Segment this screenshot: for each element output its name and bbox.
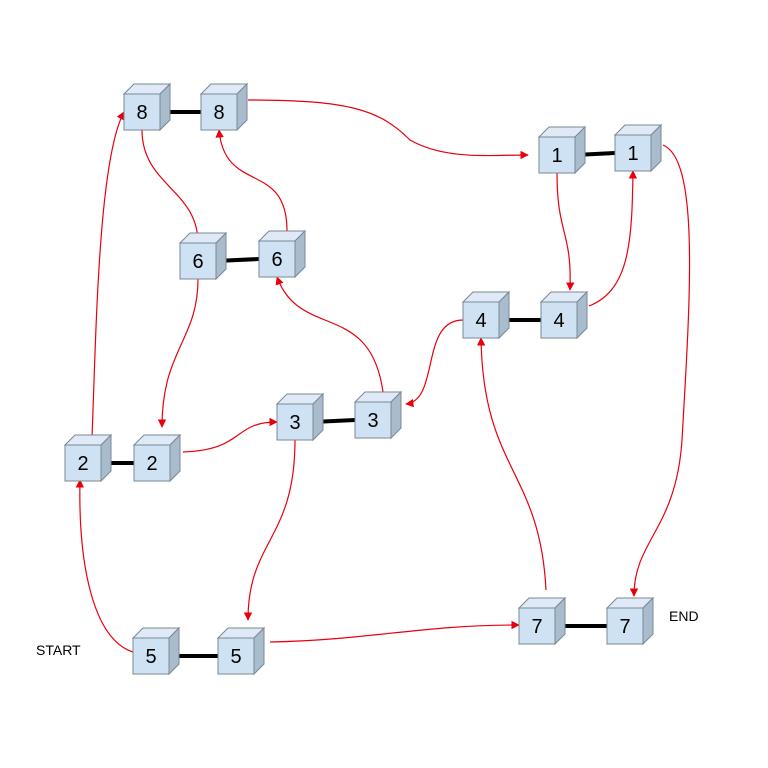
arrows-layer [75,99,691,653]
cube-c6b: 6 [257,229,307,279]
cube-front-face [200,93,238,131]
cube-number-label: 1 [551,145,562,167]
cube-number-label: 7 [619,616,630,638]
cube-c3a: 3 [275,392,325,442]
end-label: END [669,608,699,624]
cube-front-face [518,607,556,645]
arrow-c1a-to-c4b [556,172,575,291]
cube-number-label: 5 [145,646,156,668]
arrow-c4a-to-c3b [405,319,464,408]
cube-front-face [614,134,652,172]
cube-number-label: 8 [213,102,224,124]
cube-c3b: 3 [353,390,403,440]
cube-c8a: 8 [122,82,172,132]
cube-number-label: 4 [475,310,486,332]
cube-front-face [132,637,170,675]
cube-c2a: 2 [63,433,113,483]
cube-c1a: 1 [537,125,587,175]
cube-c6a: 6 [178,231,228,281]
cube-c5a: 5 [131,626,181,676]
cube-number-label: 2 [146,453,157,475]
start-label: START [36,642,81,658]
cube-number-label: 7 [531,616,542,638]
arrow-c6b-to-c8b [215,129,288,232]
arrow-c5b-to-c7a [269,620,520,643]
cube-number-label: 6 [192,251,203,273]
cube-front-face [123,93,161,131]
cube-c8b: 8 [199,82,249,132]
cube-front-face [133,444,171,482]
cube-front-face [179,242,217,280]
arrow-c8b-to-c1a [247,99,529,160]
cube-c4a: 4 [461,290,511,340]
cube-number-label: 4 [553,310,564,332]
cube-front-face [540,301,578,339]
arrow-c8a-to-c6a [141,129,203,244]
cube-number-label: 8 [136,102,147,124]
cube-front-face [276,403,314,441]
arrow-c6a-to-c2b [157,278,199,428]
cube-number-label: 2 [77,453,88,475]
arrow-c7a-to-c4a [476,337,547,591]
arrow-c1b-to-c7b [629,144,691,597]
cubes-layer: 8 8 6 6 1 1 4 4 2 2 3 3 5 5 7 7 [63,82,663,676]
arrow-c2b-to-c3a [182,417,278,453]
arrow-c3b-to-c6b [275,276,384,393]
cube-c1b: 1 [613,123,663,173]
cube-front-face [258,240,296,278]
cube-c4b: 4 [539,290,589,340]
cube-number-label: 5 [230,646,241,668]
cube-front-face [354,401,392,439]
arrow-c2a-to-c8a [91,111,125,438]
cube-number-label: 3 [367,410,378,432]
cube-front-face [64,444,102,482]
cube-front-face [462,301,500,339]
cube-front-face [217,637,255,675]
cube-number-label: 3 [289,412,300,434]
cube-number-label: 6 [271,249,282,271]
cube-c5b: 5 [216,626,266,676]
links-layer [101,110,616,658]
arrow-c5a-to-c2a [75,479,134,653]
arrow-c4b-to-c1b [588,170,638,307]
cube-front-face [606,607,644,645]
cube-number-label: 1 [627,143,638,165]
cube-c2b: 2 [132,433,182,483]
cube-front-face [538,136,576,174]
cube-c7a: 7 [517,596,567,646]
cube-c7b: 7 [605,596,655,646]
arrow-c3a-to-c5b [243,439,296,621]
